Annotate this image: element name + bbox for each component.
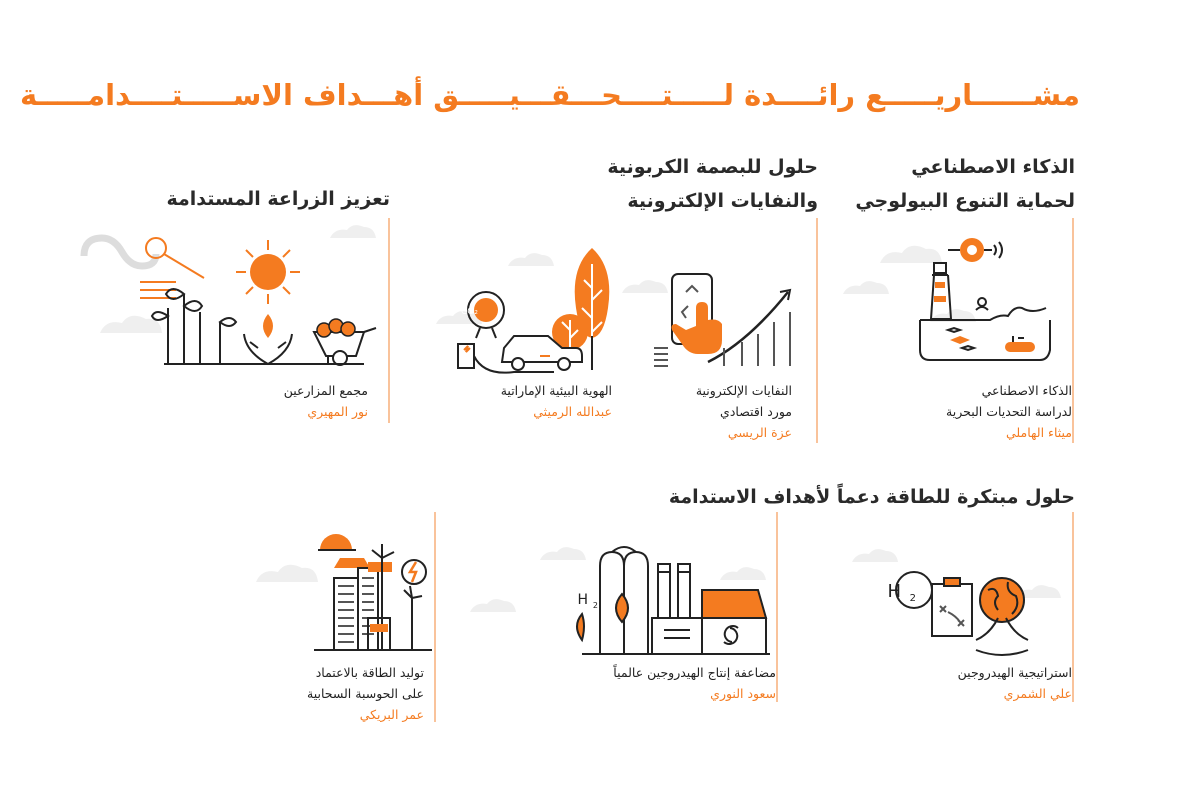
category-line1: الذكاء الاصطناعي	[911, 156, 1075, 178]
svg-text:H: H	[577, 592, 588, 608]
divider-line	[1072, 218, 1074, 443]
divider-line	[388, 218, 390, 423]
project-hydrogen-production: مضاعفة إنتاج الهيدروجين عالمياً سعود الن…	[476, 662, 776, 704]
project-ewaste: النفايات الإلكترونية مورد اقتصادي عزة ال…	[532, 380, 792, 443]
project-environmental-identity: الهوية البيئية الإماراتية عبدالله الرميث…	[352, 380, 612, 422]
project-marine-ai: الذكاء الاصطناعي لدراسة التحديات البحرية…	[812, 380, 1072, 443]
category-ai-biodiversity: الذكاء الاصطناعي لحماية التنوع البيولوجي	[775, 150, 1075, 218]
category-carbon-ewaste: حلول للبصمة الكربونية والنفايات الإلكترو…	[518, 150, 818, 218]
project-title: توليد الطاقة بالاعتماد	[315, 665, 424, 680]
svg-text:2: 2	[910, 593, 916, 604]
project-title: النفايات الإلكترونية	[695, 383, 792, 398]
divider-line	[776, 512, 778, 702]
project-subtitle: مورد اقتصادي	[720, 404, 792, 419]
project-title: مجمع المزارعين	[283, 383, 368, 398]
svg-text:H: H	[887, 581, 901, 602]
divider-line	[816, 218, 818, 443]
divider-line	[1072, 512, 1074, 702]
project-title: الذكاء الاصطناعي	[981, 383, 1072, 398]
divider-line	[434, 512, 436, 722]
category-energy-solutions: حلول مبتكرة للطاقة دعماً لأهداف الاستدام…	[475, 480, 1075, 514]
page-title: مشــــــاريـــــع رائــــدة لـــــتــــح…	[20, 78, 1080, 112]
farming-sun-plants-icon	[80, 234, 377, 366]
project-title: مضاعفة إنتاج الهيدروجين عالمياً	[613, 665, 776, 680]
electric-car-trees-icon: CO₂	[457, 248, 610, 374]
category-line1: تعزيز الزراعة المستدامة	[166, 188, 390, 210]
svg-text:2: 2	[593, 601, 598, 610]
project-author: سعود النوري	[710, 686, 776, 701]
marine-lighthouse-icon	[919, 238, 1051, 361]
category-line2: لحماية التنوع البيولوجي	[855, 190, 1075, 212]
category-sustainable-agriculture: تعزيز الزراعة المستدامة	[90, 182, 390, 216]
category-line2: والنفايات الإلكترونية	[627, 190, 818, 212]
project-author: عمر البريكي	[359, 707, 424, 722]
project-author: عبدالله الرميثي	[533, 404, 612, 419]
category-line1: حلول مبتكرة للطاقة دعماً لأهداف الاستدام…	[668, 486, 1075, 508]
project-farmers-complex: مجمع المزارعين نور المهيري	[108, 380, 368, 422]
project-title: استراتيجية الهيدروجين	[957, 665, 1072, 680]
project-hydrogen-strategy: استراتيجية الهيدروجين علي الشمري	[812, 662, 1072, 704]
project-author: ميثاء الهاملي	[1005, 425, 1072, 440]
project-subtitle: على الحوسبة السحابية	[307, 686, 424, 701]
category-line1: حلول للبصمة الكربونية	[607, 156, 818, 178]
project-author: علي الشمري	[1003, 686, 1072, 701]
project-author: عزة الريسي	[727, 425, 792, 440]
hydrogen-factory-icon: H 2	[576, 546, 770, 655]
project-subtitle: لدراسة التحديات البحرية	[946, 404, 1072, 419]
project-cloud-energy: توليد الطاقة بالاعتماد على الحوسبة السحا…	[164, 662, 424, 725]
svg-text:CO₂: CO₂	[461, 307, 478, 317]
wind-solar-city-icon	[314, 534, 432, 651]
project-title: الهوية البيئية الإماراتية	[500, 383, 612, 398]
hydrogen-strategy-globe-icon: H 2	[887, 571, 1029, 656]
phone-recycle-growth-icon	[654, 273, 792, 367]
project-author: نور المهيري	[307, 404, 368, 419]
